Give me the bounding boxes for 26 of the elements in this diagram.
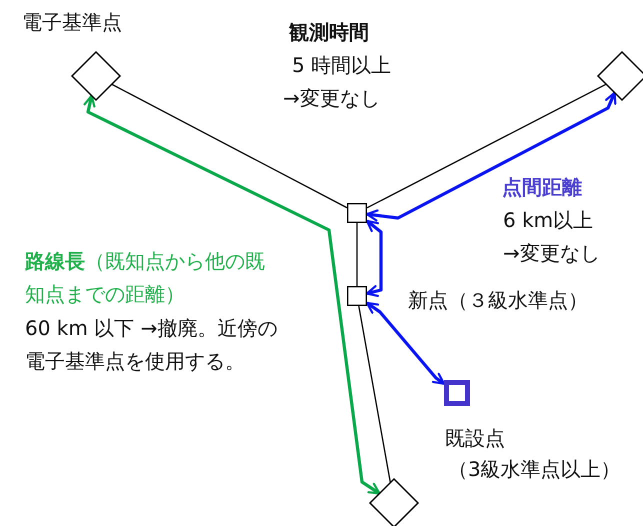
point-label: 既設点 <box>445 426 505 450</box>
arrow <box>366 302 446 386</box>
annotation-text: 路線長（既知点から他の既知点までの距離） <box>25 248 266 308</box>
station-diamond <box>367 476 421 526</box>
arrow <box>366 220 383 298</box>
annotation-text: 60 km 以下 →撤廃。近傍の電子基準点を使用する。 <box>25 315 278 375</box>
annotation-text: →変更なし <box>503 241 600 265</box>
heading: 観測時間 <box>289 20 369 44</box>
arrow <box>366 92 616 222</box>
point-marker <box>344 283 370 309</box>
connector-line <box>356 223 358 286</box>
arrow <box>83 94 381 495</box>
connector-line <box>366 84 606 208</box>
point-label: 電子基準点 <box>22 10 122 34</box>
annotation-text: →変更なし <box>283 86 380 110</box>
point-marker <box>344 200 370 226</box>
station-diamond <box>69 49 123 103</box>
existing-point-marker <box>441 377 473 409</box>
connector-line <box>111 84 348 208</box>
point-label: （3級水準点以上） <box>448 457 621 481</box>
connector-line <box>358 306 391 483</box>
station-diamond <box>595 49 643 103</box>
heading: 点間距離 <box>502 175 582 199</box>
point-label: 新点（３級水準点） <box>408 288 588 312</box>
annotation-text: 5 時間以上 <box>292 53 392 77</box>
annotation-text: 6 km以上 <box>503 208 594 232</box>
